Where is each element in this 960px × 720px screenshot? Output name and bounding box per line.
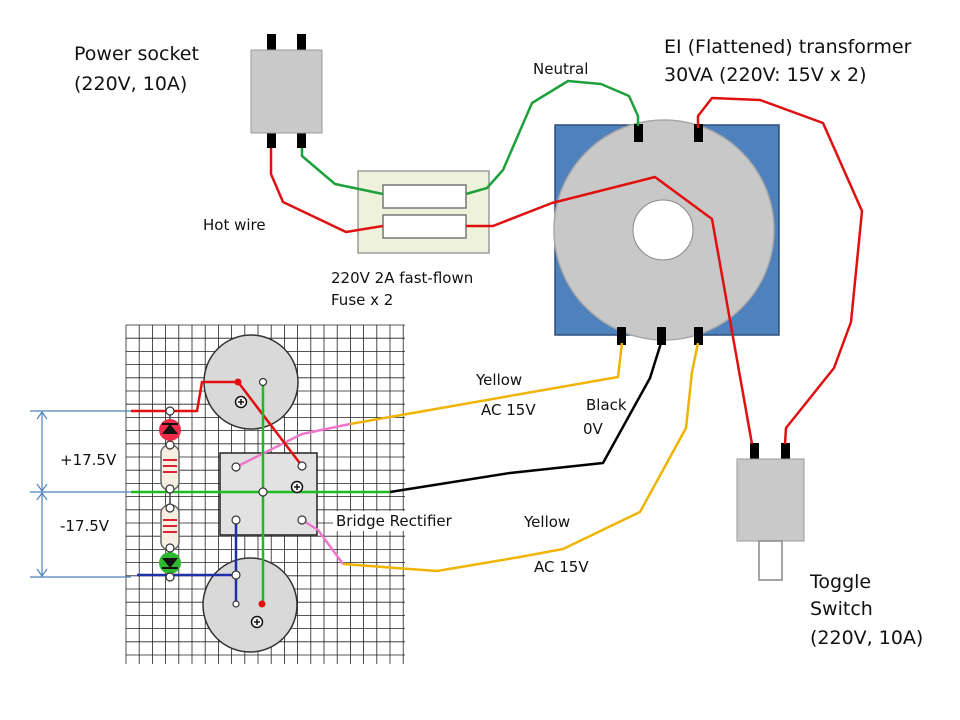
zero-v-label: 0V — [583, 420, 603, 438]
fuse-holder — [357, 170, 490, 254]
yellow-wire-top — [349, 342, 624, 426]
board-red-trace — [131, 380, 303, 467]
red-node — [234, 378, 242, 386]
transformer-to-switch-wire — [696, 96, 864, 445]
transformer-title: EI (Flattened) transformer — [664, 36, 912, 58]
hot-wire — [269, 148, 754, 445]
transformer-rating: 30VA (220V: 15V x 2) — [664, 64, 867, 86]
fuse-label-line1: 220V 2A fast-flown — [331, 269, 474, 287]
pink-wire-top — [235, 422, 351, 469]
hot-wire-label: Hot wire — [203, 216, 266, 234]
black-label: Black — [586, 396, 627, 414]
ac-top-label: AC 15V — [481, 401, 536, 419]
black-wire — [389, 342, 663, 494]
voltage-dimension — [30, 410, 131, 578]
yellow-bottom-label: Yellow — [524, 513, 571, 531]
pink-wire-bottom — [301, 518, 345, 565]
transformer — [553, 119, 780, 345]
plus-voltage-label: +17.5V — [60, 451, 117, 469]
toggle-switch — [736, 443, 805, 581]
minus-voltage-label: -17.5V — [60, 517, 110, 535]
power-socket — [250, 34, 323, 148]
neutral-label: Neutral — [533, 60, 589, 78]
red-node-bottom — [258, 600, 266, 608]
toggle-switch-label-line2: Switch — [810, 598, 873, 620]
yellow-wire-bottom — [342, 342, 700, 573]
bridge-rectifier-label: Bridge Rectifier — [333, 511, 455, 531]
capacitor-bottom — [202, 557, 298, 653]
neutral-wire — [300, 79, 640, 196]
terminal-pads — [165, 377, 307, 608]
toggle-switch-label-line1: Toggle — [810, 571, 872, 593]
ac-bottom-label: AC 15V — [534, 558, 589, 576]
power-socket-rating: (220V, 10A) — [74, 73, 188, 95]
power-socket-title: Power socket — [74, 43, 199, 65]
led-resistor-chain — [159, 411, 181, 577]
yellow-top-label: Yellow — [476, 371, 523, 389]
toggle-switch-rating: (220V, 10A) — [810, 627, 924, 649]
fuse-label-line2: Fuse x 2 — [331, 291, 394, 309]
